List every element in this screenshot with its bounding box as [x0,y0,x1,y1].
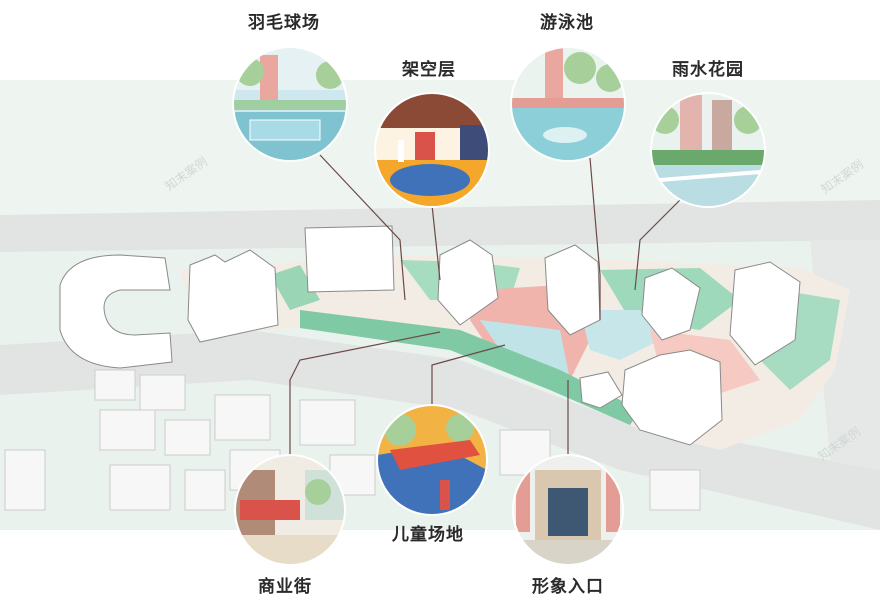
label-kids-area: 儿童场地 [392,525,464,545]
label-swimming-pool: 游泳池 [540,13,594,33]
vignette-rain-garden [650,92,766,208]
label-commercial-street: 商业街 [258,577,312,597]
leader-lines [289,154,681,455]
residential-buildings [59,225,801,446]
label-pilotis: 架空层 [402,60,456,80]
vignette-badminton [232,46,348,162]
vignette-entrance [512,454,624,566]
vignette-pilotis [374,92,490,208]
vignette-pool [510,46,626,162]
vignette-commercial-street [234,454,346,566]
label-entrance: 形象入口 [532,577,604,597]
label-rain-garden: 雨水花园 [672,60,744,80]
vignette-kids-area [376,404,488,516]
label-badminton-court: 羽毛球场 [248,13,320,33]
